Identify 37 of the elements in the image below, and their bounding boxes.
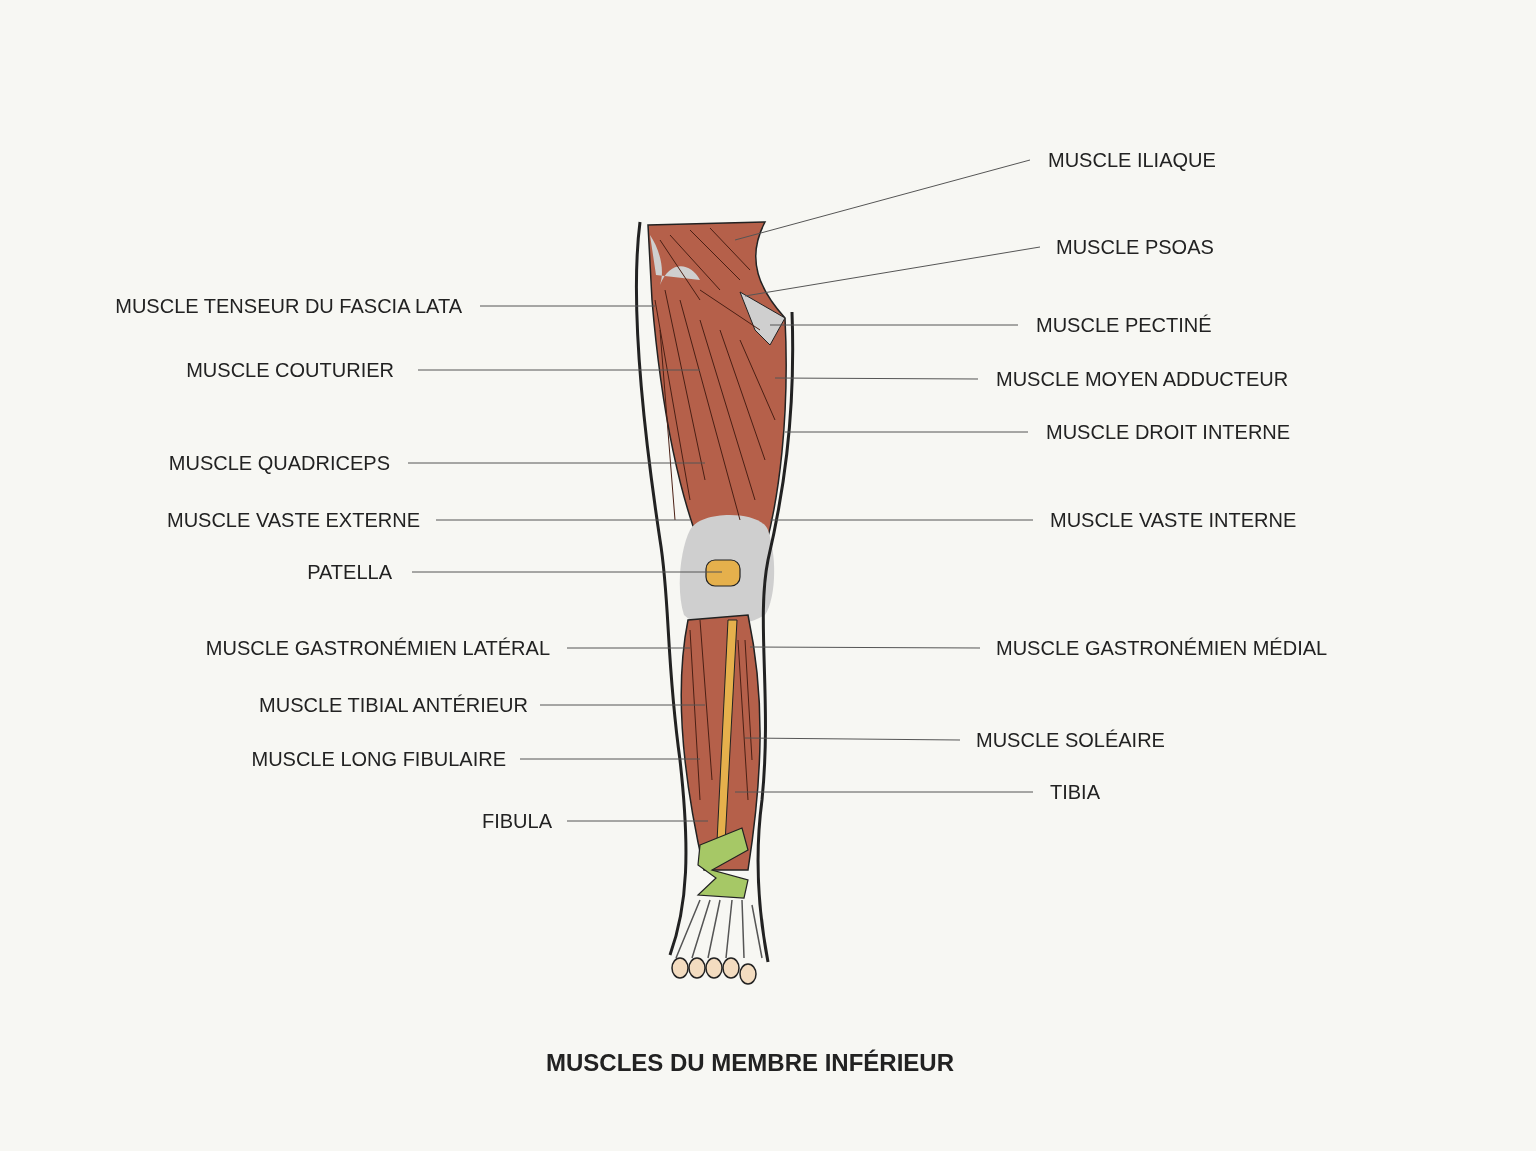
leader-line: [539, 704, 706, 706]
part-label: MUSCLE GASTRONÉMIEN MÉDIAL: [996, 636, 1328, 661]
part-label: MUSCLE SOLÉAIRE: [976, 728, 1165, 753]
part-label: MUSCLE COUTURIER: [186, 358, 394, 383]
leader-line: [566, 647, 691, 649]
leader-line: [435, 519, 691, 521]
part-label: TIBIA: [1050, 780, 1100, 805]
part-label: FIBULA: [481, 809, 552, 834]
part-label: MUSCLE GASTRONÉMIEN LATÉRAL: [205, 636, 550, 661]
part-label: MUSCLE VASTE EXTERNE: [166, 508, 420, 533]
caption: MUSCLES DU MEMBRE INFÉRIEUR: [546, 1048, 954, 1078]
part-label: MUSCLE LONG FIBULAIRE: [251, 747, 506, 772]
leader-line: [407, 462, 706, 464]
leader-line: [784, 431, 1029, 433]
leader-line: [744, 737, 961, 741]
leader-line: [411, 571, 723, 573]
leader-line: [769, 324, 1019, 326]
part-label: PATELLA: [307, 560, 392, 585]
leader-line: [769, 519, 1034, 521]
leader-line: [479, 305, 656, 307]
part-label: MUSCLE VASTE INTERNE: [1050, 508, 1297, 533]
part-label: MUSCLE QUADRICEPS: [168, 451, 390, 476]
leader-line: [749, 646, 981, 649]
part-label: MUSCLE PSOAS: [1056, 235, 1214, 260]
leader-line: [417, 369, 701, 371]
part-label: MUSCLE TIBIAL ANTÉRIEUR: [259, 693, 528, 718]
leader-line: [774, 377, 979, 380]
leader-line: [566, 820, 709, 822]
leader-line: [744, 246, 1041, 297]
part-label: MUSCLE DROIT INTERNE: [1046, 420, 1291, 445]
leader-line: [734, 159, 1031, 241]
part-label: MUSCLE ILIAQUE: [1048, 148, 1216, 173]
leader-line: [734, 791, 1034, 793]
part-label: MUSCLE MOYEN ADDUCTEUR: [996, 367, 1289, 392]
leader-line: [519, 758, 701, 760]
part-label: MUSCLE PECTINÉ: [1036, 313, 1212, 338]
part-label: MUSCLE TENSEUR DU FASCIA LATA: [115, 294, 462, 319]
